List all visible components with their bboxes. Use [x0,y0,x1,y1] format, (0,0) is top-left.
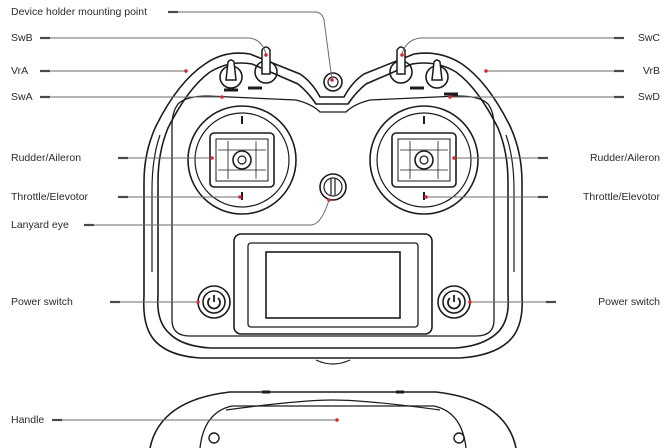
label-vrb: VrB [642,65,660,77]
device-holder-mount [323,72,343,92]
label-throttle-left: Throttle/Elevotor [11,191,89,203]
label-handle: Handle [11,414,45,426]
label-power-switch-right: Power switch [598,296,660,308]
label-device-holder: Device holder mounting point [11,6,147,18]
label-swd: SwD [637,91,660,103]
lanyard-eye [319,173,347,201]
label-throttle-right: Throttle/Elevotor [582,191,660,203]
label-rudder-aileron-left: Rudder/Aileron [11,152,82,164]
switch-swd [425,59,458,96]
handle [149,390,517,448]
right-gimbal [369,105,479,215]
power-switch-left [197,285,231,319]
leader-lines [40,11,624,421]
label-lanyard-eye: Lanyard eye [11,219,69,231]
power-switch-right [437,285,471,319]
leader-end-marks [40,10,624,422]
label-swa: SwA [11,91,33,103]
transmitter-body [142,52,524,365]
lcd-screen [233,233,433,335]
switch-swb [248,46,278,90]
label-vra: VrA [11,65,29,77]
label-rudder-aileron-right: Rudder/Aileron [589,152,660,164]
label-power-switch-left: Power switch [11,296,73,308]
label-swb: SwB [11,32,33,44]
pointer-markers [184,53,488,422]
label-swc: SwC [637,32,660,44]
switch-swa [219,59,243,92]
left-gimbal [187,105,297,215]
